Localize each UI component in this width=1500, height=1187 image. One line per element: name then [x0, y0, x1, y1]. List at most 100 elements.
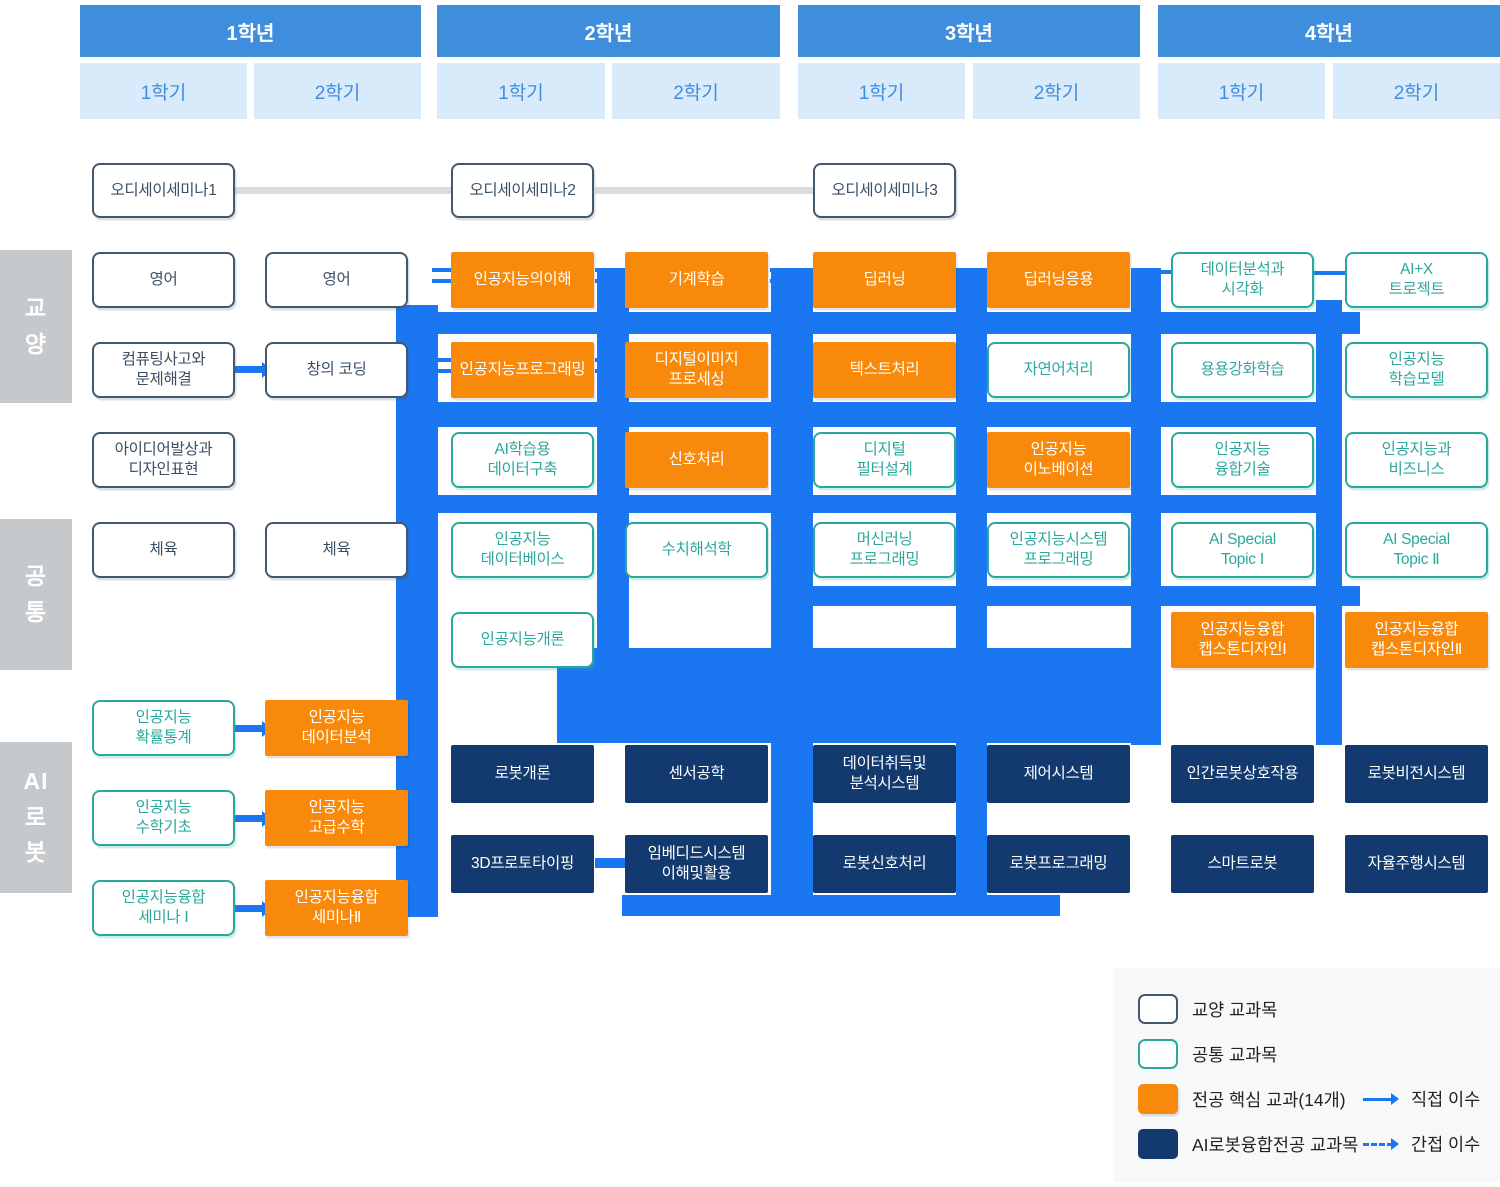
odyssey-box: 오디세이세미나1 [92, 163, 235, 218]
direct-arrow [956, 270, 987, 274]
course-box: 아이디어발상과 디자인표현 [92, 432, 235, 488]
course-box: 자율주행시스템 [1345, 835, 1488, 893]
direct-arrow [1131, 270, 1171, 274]
prerequisite-wire [397, 312, 1360, 334]
course-box: 로봇개론 [451, 745, 594, 803]
semester-cell-y4s2: 2학기 [1333, 63, 1500, 119]
direct-arrow [595, 358, 625, 362]
course-box: 컴퓨팅사고와 문제해결 [92, 342, 235, 398]
course-box: 인공지능 학습모델 [1345, 342, 1488, 398]
course-box: 인공지능시스템 프로그래밍 [987, 522, 1130, 578]
course-box: 인공지능 융합기술 [1171, 432, 1314, 488]
prerequisite-wire [397, 402, 1330, 427]
course-box: 센서공학 [625, 745, 768, 803]
direct-arrow [432, 369, 451, 373]
semester-cell-y1s2: 2학기 [254, 63, 421, 119]
direct-arrow [595, 369, 625, 373]
course-box: 인공지능융합 세미나 Ⅰ [92, 880, 235, 936]
direct-arrow [234, 905, 262, 912]
legend-arrow-line [1363, 1142, 1393, 1146]
semester-cell-y2s2: 2학기 [612, 63, 780, 119]
course-box: 인공지능융합 캡스톤디자인Ⅱ [1345, 612, 1488, 668]
course-box: 로봇비전시스템 [1345, 745, 1488, 803]
course-box: 체육 [92, 522, 235, 578]
sidebar-label-ai-robot: AI 로 봇 [0, 742, 72, 893]
legend-item-core: 전공 핵심 교과(14개) [1138, 1084, 1346, 1114]
prerequisite-wire [775, 586, 1360, 606]
course-box: 영어 [92, 252, 235, 308]
course-box: 자연어처리 [987, 342, 1130, 398]
course-box: AI+X 트로젝트 [1345, 252, 1488, 308]
course-box: 딥러닝응용 [987, 252, 1130, 308]
semester-cell-y1s1: 1학기 [80, 63, 247, 119]
direct-arrow [595, 268, 625, 272]
course-box: 스마트로봇 [1171, 835, 1314, 893]
prerequisite-wire [557, 648, 1160, 743]
course-box: 신호처리 [625, 432, 768, 488]
course-box: 인공지능 데이터베이스 [451, 522, 594, 578]
course-box: 인공지능융합 캡스톤디자인Ⅰ [1171, 612, 1314, 668]
legend-item-label: AI로봇융합전공 교과목 [1192, 1134, 1359, 1155]
course-box: 제어시스템 [987, 745, 1130, 803]
direct-arrow [234, 815, 262, 822]
legend-arrow-line [1363, 1097, 1393, 1101]
prerequisite-wire [771, 268, 813, 895]
prerequisite-wire [397, 495, 1330, 513]
course-box: 인간로봇상호작용 [1171, 745, 1314, 803]
legend-swatch-common [1138, 1039, 1178, 1069]
course-box: 인공지능 확률통계 [92, 700, 235, 756]
legend-swatch-gen [1138, 994, 1178, 1024]
legend-swatch-core [1138, 1084, 1178, 1114]
course-box: 인공지능 데이터분석 [265, 700, 408, 756]
course-box: 로봇프로그래밍 [987, 835, 1130, 893]
prerequisite-wire [622, 895, 1060, 916]
course-box: 인공지능융합 세미나Ⅱ [265, 880, 408, 936]
odyssey-box: 오디세이세미나3 [813, 163, 956, 218]
legend-arrow-label: 직접 이수 [1411, 1089, 1481, 1110]
course-box: 로봇신호처리 [813, 835, 956, 893]
course-box: 3D프로토타이핑 [451, 835, 594, 893]
semester-cell-y3s2: 2학기 [973, 63, 1140, 119]
semester-cell-y4s1: 1학기 [1158, 63, 1325, 119]
year-header-3: 3학년 [798, 5, 1140, 57]
odyssey-connector-line [595, 187, 813, 194]
legend-item-label: 공통 교과목 [1192, 1044, 1278, 1065]
direct-arrow [770, 268, 813, 272]
direct-arrow [234, 725, 262, 732]
direct-arrow [432, 358, 451, 362]
direct-arrow [234, 366, 262, 373]
course-box: 용용강화학습 [1171, 342, 1314, 398]
direct-arrow [1314, 271, 1345, 275]
course-box: 수치해석학 [625, 522, 768, 578]
course-box: 인공지능과 비즈니스 [1345, 432, 1488, 488]
course-box: 인공지능 고급수학 [265, 790, 408, 846]
legend-item-common: 공통 교과목 [1138, 1039, 1277, 1069]
odyssey-box: 오디세이세미나2 [451, 163, 594, 218]
course-box: 머신러닝 프로그래밍 [813, 522, 956, 578]
year-header-2: 2학년 [437, 5, 780, 57]
legend-item-robot: AI로봇융합전공 교과목 [1138, 1129, 1358, 1159]
legend-arrow-label: 간접 이수 [1411, 1134, 1481, 1155]
sidebar-label-liberal-arts: 교 양 [0, 250, 72, 403]
course-box: 영어 [265, 252, 408, 308]
course-box: 인공지능의이해 [451, 252, 594, 308]
direct-arrow [432, 268, 451, 272]
course-box: 인공지능 이노베이션 [987, 432, 1130, 488]
direct-arrow [432, 279, 451, 283]
course-box: 인공지능 수학기초 [92, 790, 235, 846]
course-box: AI Special Topic Ⅰ [1171, 522, 1314, 578]
course-box: 딥러닝 [813, 252, 956, 308]
direct-arrow [595, 279, 625, 283]
course-box: 데이터분석과 시각화 [1171, 252, 1314, 308]
semester-cell-y3s1: 1학기 [798, 63, 965, 119]
course-box: AI학습용 데이터구축 [451, 432, 594, 488]
course-box: AI Special Topic Ⅱ [1345, 522, 1488, 578]
course-box: 디지털이미지 프로세싱 [625, 342, 768, 398]
legend-swatch-robot [1138, 1129, 1178, 1159]
course-box: 텍스트처리 [813, 342, 956, 398]
semester-cell-y2s1: 1학기 [437, 63, 605, 119]
sidebar-label-common: 공 통 [0, 519, 72, 670]
course-box: 디지털 필터설계 [813, 432, 956, 488]
